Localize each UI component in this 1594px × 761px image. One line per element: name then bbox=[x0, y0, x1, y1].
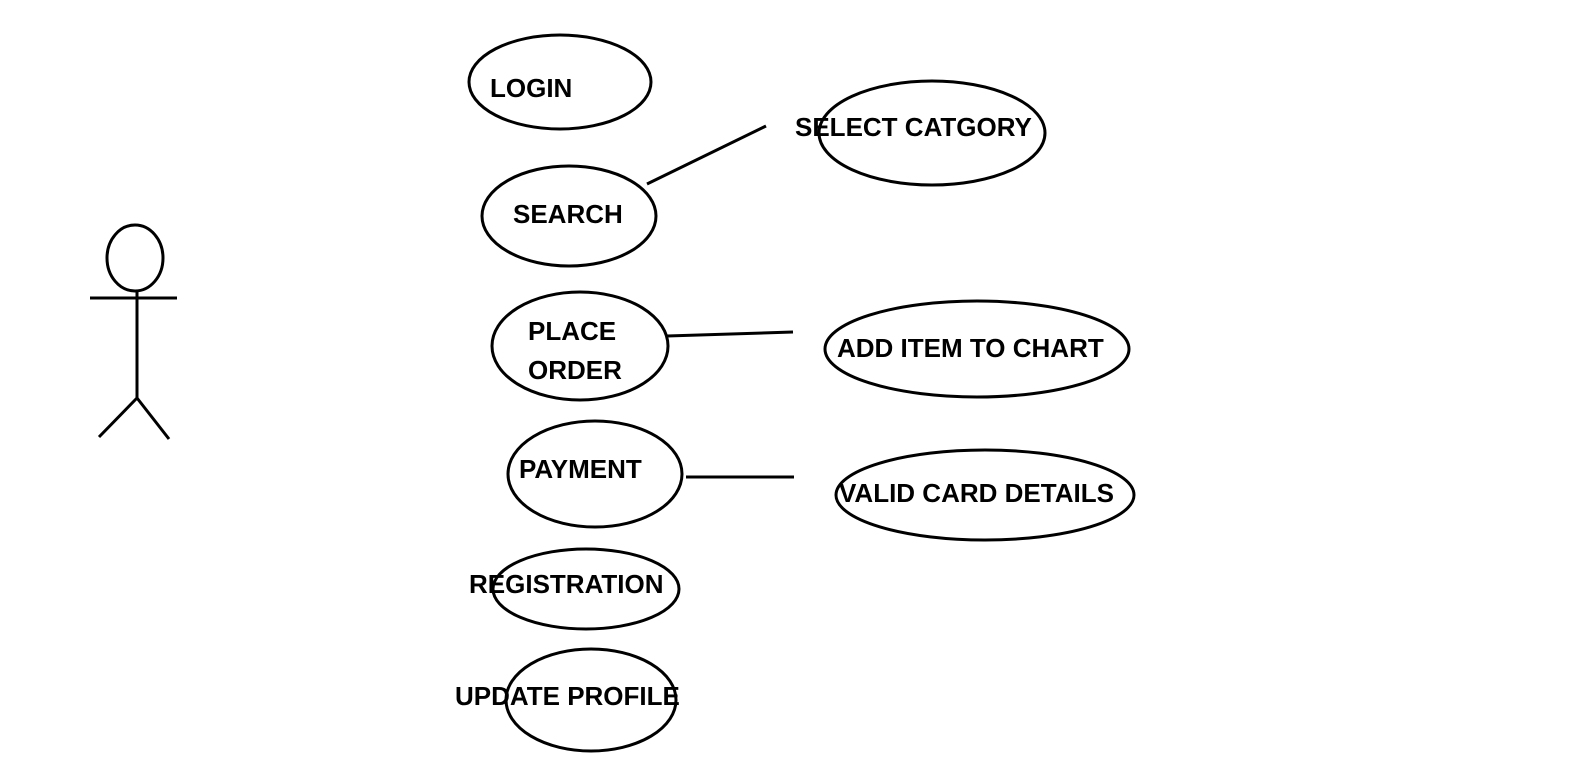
use-case-search bbox=[480, 164, 658, 268]
connector-search-select-category bbox=[646, 124, 767, 186]
use-case-login bbox=[467, 33, 653, 131]
connector-place-order-add-item bbox=[666, 330, 794, 338]
use-case-place-order bbox=[490, 290, 670, 402]
actor-stick-figure bbox=[90, 223, 177, 440]
use-case-add-item-to-chart bbox=[823, 299, 1131, 399]
use-case-valid-card-details bbox=[834, 448, 1136, 542]
use-case-registration bbox=[491, 547, 681, 631]
use-case-payment-label: PAYMENT bbox=[519, 454, 642, 484]
use-case-add-item-to-chart-label: ADD ITEM TO CHART bbox=[837, 333, 1104, 363]
use-case-place-order-label-line1: PLACE bbox=[528, 316, 616, 346]
actor-left-leg bbox=[97, 396, 139, 439]
use-case-payment bbox=[506, 419, 684, 529]
use-case-place-order-label-line2: ORDER bbox=[528, 355, 622, 385]
use-case-valid-card-details-label: VALID CARD DETAILS bbox=[839, 478, 1114, 508]
use-case-search-label: SEARCH bbox=[513, 199, 623, 229]
actor-right-leg bbox=[135, 397, 171, 440]
use-case-select-category bbox=[817, 79, 1047, 187]
actor-head bbox=[105, 223, 165, 293]
use-case-select-category-label: SELECT CATGORY bbox=[795, 112, 1032, 142]
use-case-update-profile-label: UPDATE PROFILE bbox=[455, 681, 680, 711]
use-case-update-profile bbox=[504, 647, 678, 753]
use-case-registration-label: REGISTRATION bbox=[469, 569, 664, 599]
use-case-login-label: LOGIN bbox=[490, 73, 572, 103]
